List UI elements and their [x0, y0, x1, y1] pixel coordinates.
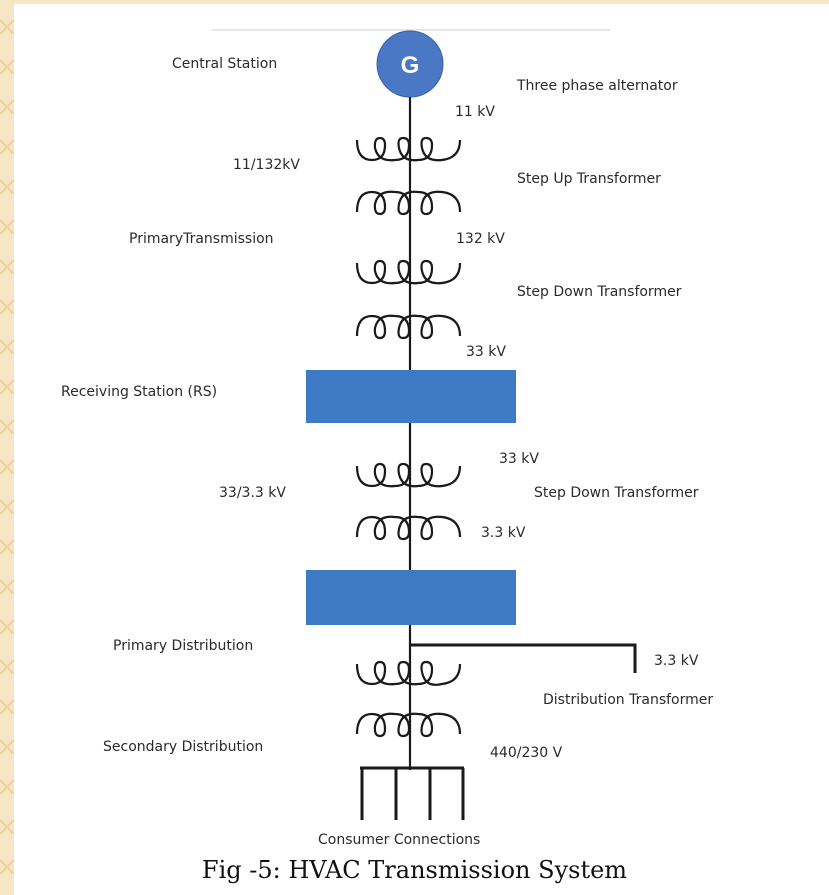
distribution-substation-box	[306, 570, 516, 625]
generator-symbol: G	[401, 52, 420, 79]
voltage-33kv-a-label: 33 kV	[466, 344, 506, 360]
receiving-station-label: Receiving Station (RS)	[61, 384, 218, 400]
receiving-station-box	[306, 370, 516, 423]
distribution-primary-coil	[355, 660, 462, 686]
voltage-11kv-label: 11 kV	[455, 104, 495, 120]
secondary-distribution-label: Secondary Distribution	[103, 739, 264, 755]
consumer-connections-label: Consumer Connections	[318, 832, 481, 848]
primary-transmission-label: PrimaryTransmission	[129, 231, 274, 247]
diagram-panel	[14, 4, 829, 895]
branch-3-3kv-line	[410, 643, 637, 673]
step-up-transformer-label: Step Up Transformer	[517, 171, 661, 187]
voltage-440-230-label: 440/230 V	[490, 745, 563, 761]
step-down-transformer-2-label: Step Down Transformer	[534, 485, 699, 501]
step-down-2-secondary-coil	[355, 515, 462, 541]
figure-caption: Fig -5: HVAC Transmission System	[201, 856, 628, 884]
distribution-transformer-label: Distribution Transformer	[543, 692, 714, 708]
central-station-label: Central Station	[172, 56, 278, 72]
voltage-33kv-b-label: 33 kV	[499, 451, 539, 467]
step-down-2-primary-coil	[355, 462, 462, 488]
step-up-secondary-coil	[355, 190, 462, 216]
ratio-11-132-label: 11/132kV	[233, 157, 300, 173]
voltage-3-3kv-b-label: 3.3 kV	[654, 653, 699, 669]
alternator-label: Three phase alternator	[517, 78, 678, 94]
step-down-1-primary-coil	[355, 259, 462, 285]
step-down-1-secondary-coil	[355, 314, 462, 340]
primary-distribution-label: Primary Distribution	[113, 638, 254, 654]
ratio-33-3-3-label: 33/3.3 kV	[219, 485, 286, 501]
distribution-secondary-coil	[355, 712, 462, 738]
voltage-3-3kv-a-label: 3.3 kV	[481, 525, 526, 541]
voltage-132kv-label: 132 kV	[456, 231, 505, 247]
step-down-transformer-1-label: Step Down Transformer	[517, 284, 682, 300]
step-up-primary-coil	[355, 136, 462, 162]
